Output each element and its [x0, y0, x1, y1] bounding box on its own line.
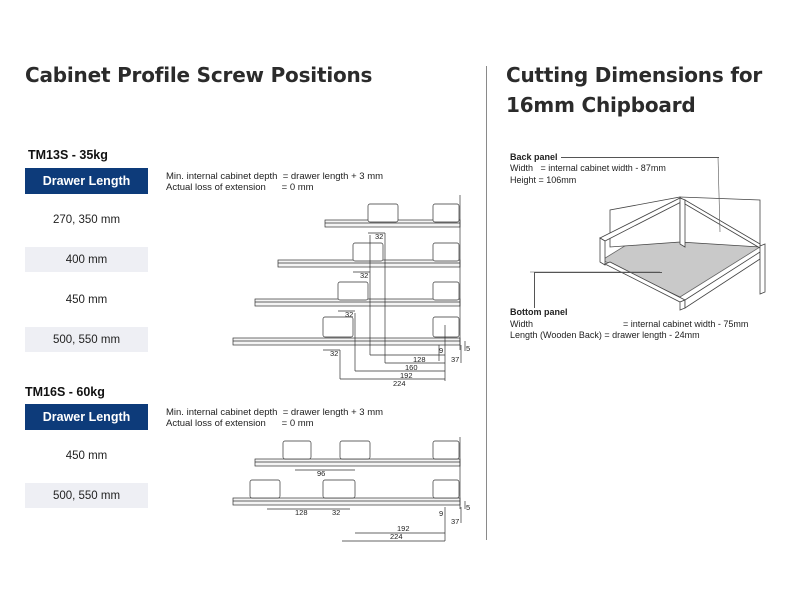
bottom-panel-width: Width = internal cabinet width - 75mm [510, 319, 749, 329]
tm13s-dim-224: 224 [393, 379, 406, 388]
bottom-panel-length: Length (Wooden Back) = drawer length - 2… [510, 330, 700, 340]
tm16s-row-1: 450 mm [65, 449, 108, 462]
tm13s-row-4: 500, 550 mm [25, 327, 148, 352]
section-title-cutting-dimensions: Cutting Dimensions for [506, 63, 763, 87]
tm16s-dim-224: 224 [390, 532, 403, 541]
section-divider [486, 66, 487, 540]
tm13s-dim-32-a: 32 [375, 232, 383, 241]
section-title-cutting-dimensions-line2: 16mm Chipboard [506, 93, 696, 117]
tm16s-dim-32: 32 [332, 508, 340, 517]
back-panel-heading: Back panel [510, 152, 558, 162]
tm13s-note-extension: Actual loss of extension = 0 mm [166, 182, 314, 193]
tm13s-dim-160: 160 [405, 363, 418, 372]
tm13s-dim-37: 37 [451, 355, 459, 364]
bottom-panel-leader-vertical [534, 272, 535, 308]
tm13s-dim-9: 9 [439, 346, 443, 355]
tm16s-row-2: 500, 550 mm [25, 483, 148, 508]
tm13s-dim-32-b: 32 [360, 271, 368, 280]
tm13s-dim-5: 5 [466, 344, 470, 353]
tm16s-dim-37: 37 [451, 517, 459, 526]
tm16s-dim-9: 9 [439, 509, 443, 518]
back-panel-width: Width = internal cabinet width - 87mm [510, 163, 666, 173]
tm13s-table-header: Drawer Length [25, 168, 148, 194]
bottom-panel-leader [534, 272, 662, 273]
back-panel-height: Height = 106mm [510, 175, 577, 185]
tm16s-dim-96: 96 [317, 469, 325, 478]
section-title-screw-positions: Cabinet Profile Screw Positions [25, 63, 373, 87]
tm16s-runner-diagram: 96 128 32 192 224 9 37 5 [232, 437, 470, 542]
tm13s-model-label: TM13S - 35kg [28, 148, 108, 162]
tm16s-dim-128: 128 [295, 508, 308, 517]
tm16s-table-header: Drawer Length [25, 404, 148, 430]
tm13s-runner-diagram: 32 32 32 32 128 160 192 224 9 37 5 [232, 195, 470, 388]
tm13s-row-1: 270, 350 mm [52, 213, 121, 226]
back-panel-leader [561, 157, 719, 158]
tm13s-row-2: 400 mm [25, 247, 148, 272]
tm16s-model-label: TM16S - 60kg [25, 385, 105, 399]
tm13s-note-depth: Min. internal cabinet depth = drawer len… [166, 171, 384, 182]
bottom-panel-heading: Bottom panel [510, 307, 568, 317]
tm13s-dim-128: 128 [413, 355, 426, 364]
tm16s-dim-5: 5 [466, 503, 470, 512]
tm13s-dim-32-c: 32 [345, 310, 353, 319]
tm13s-row-3: 450 mm [65, 293, 108, 306]
tm13s-dim-32-d: 32 [330, 349, 338, 358]
tm13s-dim-192: 192 [400, 371, 413, 380]
tm16s-note-extension: Actual loss of extension = 0 mm [166, 418, 314, 429]
tm16s-note-depth: Min. internal cabinet depth = drawer len… [166, 407, 384, 418]
drawer-box-illustration [530, 156, 766, 311]
tm16s-dim-192: 192 [397, 524, 410, 533]
